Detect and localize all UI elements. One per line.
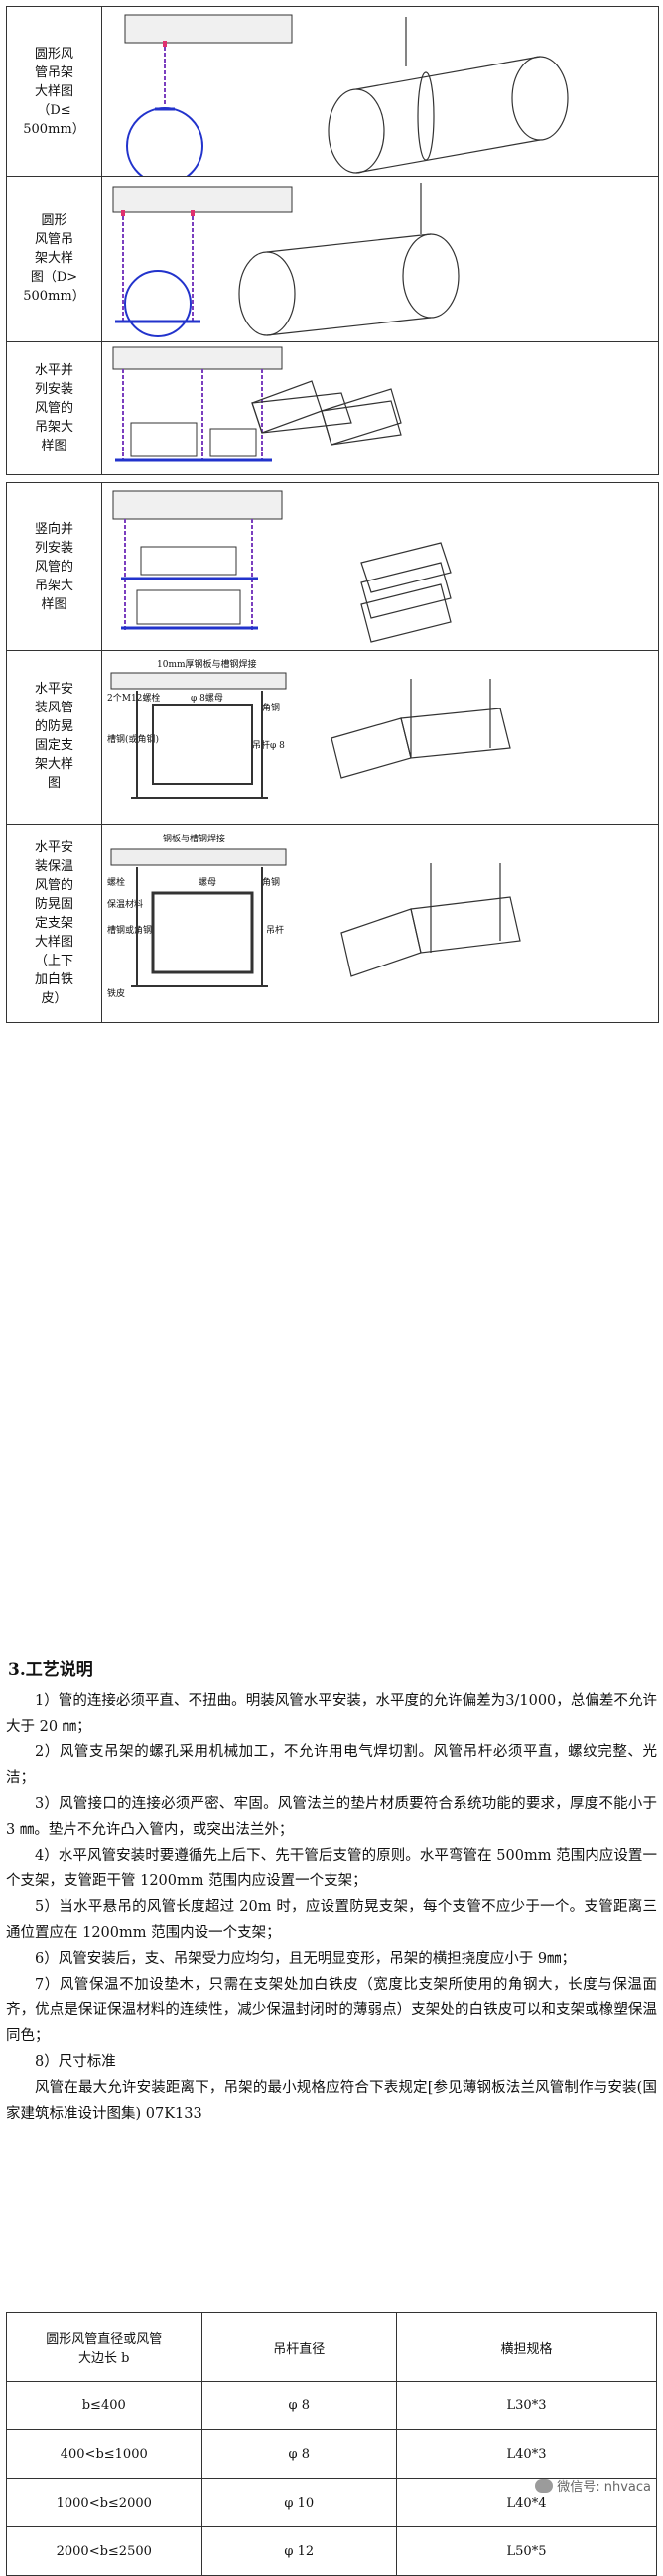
table-cell: 400<b≤1000 [6, 2429, 202, 2479]
watermark: 微信号: nhvaca [535, 2476, 651, 2495]
table-cell: 2000<b≤2500 [6, 2526, 202, 2576]
table-row: b≤400 φ 8 L30*3 [6, 2381, 657, 2430]
annotation: 角钢 [262, 876, 280, 888]
annotation: 槽钢(或角钢) [107, 733, 159, 745]
row-label: 水平安 装保温 风管的 防晃固 定支架 大样图 （上下 加白铁 皮） [7, 824, 102, 1022]
row-drawing [103, 483, 658, 650]
vertical-parallel-drawing [112, 490, 452, 643]
paragraph: 风管在最大允许安装距离下，吊架的最小规格应符合下表规定[参见薄钢板法兰风管制作与… [6, 2080, 657, 2122]
section-title: 3.工艺说明 [8, 1660, 93, 1680]
paragraph: 2）风管支吊架的螺孔采用机械加工，不允许用电气焊切割。风管吊杆必须平直，螺纹完整… [6, 1744, 657, 1786]
round-duct-3d [328, 17, 569, 174]
duct-section [130, 422, 198, 457]
wechat-icon [535, 2478, 554, 2493]
paragraph: 8）尺寸标准 [35, 2054, 116, 2070]
anchor [163, 41, 167, 47]
annotation: 螺母 [199, 877, 216, 888]
table-header-row: 圆形风管直径或风管 大边长 b 吊杆直径 横担规格 [6, 2312, 657, 2382]
slab-hatch [110, 672, 287, 690]
row-drawing [103, 7, 658, 176]
stacked-ducts-3d [360, 542, 452, 643]
row-label: 竖向并 列安装 风管的 吊架大 样图 [7, 483, 102, 650]
hanger-spec-table: 圆形风管直径或风管 大边长 b 吊杆直径 横担规格 b≤400 φ 8 L30*… [6, 2312, 657, 2576]
annotation: φ 8螺母 [191, 693, 223, 704]
row-drawing [103, 175, 658, 341]
insulated-duct-section [151, 891, 254, 974]
annotation: 螺栓 [107, 876, 125, 888]
round-duct-section [124, 270, 192, 337]
round-duct-large-drawing [112, 183, 460, 337]
column-header: 圆形风管直径或风管 大边长 b [6, 2312, 202, 2382]
parallel-ducts-3d [251, 380, 402, 446]
concrete-slab [112, 490, 283, 520]
annotation: 2个M12螺栓 [107, 692, 160, 704]
table-row: 2000<b≤2500 φ 12 L50*5 [6, 2526, 657, 2576]
row-vertical-parallel: 竖向并 列安装 风管的 吊架大 样图 [6, 482, 659, 651]
table-cell: L50*5 [396, 2526, 657, 2576]
paragraph: 7）风管保温不加设垫木，只需在支架处加白铁皮（宽度比支架所使用的角钢大，长度与保… [6, 1977, 657, 2044]
row-anti-sway-support: 水平安 装风管 的防晃 固定支 架大样 图 10mm厚钢板与槽钢焊接 2个M12… [6, 649, 659, 825]
row-label: 水平安 装风管 的防晃 固定支 架大样 图 [7, 649, 102, 824]
column-header: 吊杆直径 [200, 2312, 397, 2382]
anchor [121, 210, 125, 216]
round-duct-3d [238, 183, 460, 336]
concrete-slab [112, 346, 283, 370]
table-row: 400<b≤1000 φ 8 L40*3 [6, 2429, 657, 2479]
round-duct-small-drawing [124, 14, 569, 176]
concrete-slab [124, 14, 293, 44]
paragraph: 1）管的连接必须平直、不扭曲。明装风管水平安装，水平度的允许偏差为3/1000，… [6, 1693, 657, 1735]
row-drawing [103, 341, 658, 474]
watermark-text: 微信号: nhvaca [557, 2480, 651, 2495]
annotation: 吊杆φ 8 [252, 739, 285, 751]
round-duct-section [126, 107, 203, 176]
paragraph: 4）水平风管安装时要遵循先上后下、先干管后支管的原则。水平弯管在 500mm 范… [6, 1848, 657, 1889]
row-insulated-anti-sway-support: 水平安 装保温 风管的 防晃固 定支架 大样图 （上下 加白铁 皮） 钢板与槽钢… [6, 824, 659, 1023]
table-cell: φ 8 [200, 2429, 397, 2479]
row-drawing: 钢板与槽钢焊接 螺栓 螺母 角钢 保温材料 槽钢或角钢 吊杆 铁皮 [103, 824, 658, 1022]
table-cell: L30*3 [396, 2381, 657, 2430]
annotation: 10mm厚钢板与槽钢焊接 [157, 658, 257, 670]
table-cell: φ 12 [200, 2526, 397, 2576]
anti-sway-support-drawing: 10mm厚钢板与槽钢焊接 2个M12螺栓 φ 8螺母 角钢 槽钢(或角钢) 吊杆… [107, 658, 511, 799]
annotation: 角钢 [262, 702, 280, 713]
anchor [191, 210, 195, 216]
paragraph: 6）风管安装后，支、吊架受力应均匀，且无明显变形，吊架的横担挠度应小于 9㎜； [35, 1951, 577, 1967]
insulated-support-3d [340, 863, 521, 977]
row-horizontal-parallel: 水平并 列安装 风管的 吊架大 样图 [6, 341, 659, 475]
annotation: 铁皮 [107, 987, 125, 999]
duct-section [209, 428, 257, 457]
duct-section [140, 546, 237, 576]
drawing-sheet: 圆形风 管吊架 大样图 （D≤ 500mm） 圆形 风管吊 架大样 [6, 6, 659, 1023]
table-cell: b≤400 [6, 2381, 202, 2430]
annotation: 槽钢或角钢 [107, 924, 152, 936]
process-description: 3.工艺说明 1）管的连接必须平直、不扭曲。明装风管水平安装，水平度的允许偏差为… [6, 1655, 657, 2126]
paragraph: 3）风管接口的连接必须严密、牢固。风管法兰的垫片材质要符合系统功能的要求，厚度不… [6, 1796, 657, 1838]
annotation: 吊杆 [266, 924, 284, 936]
horizontal-parallel-drawing [112, 346, 402, 462]
insulated-support-drawing: 钢板与槽钢焊接 螺栓 螺母 角钢 保温材料 槽钢或角钢 吊杆 铁皮 [107, 833, 521, 999]
row-round-duct-large: 圆形 风管吊 架大样 图（D> 500mm） [6, 175, 659, 342]
duct-section [136, 589, 241, 625]
row-label: 圆形风 管吊架 大样图 （D≤ 500mm） [7, 7, 102, 176]
row-label: 水平并 列安装 风管的 吊架大 样图 [7, 341, 102, 474]
paragraph: 5）当水平悬吊的风管长度超过 20m 时，应设置防晃支架，每个支管不应少于一个。… [6, 1899, 657, 1941]
annotation: 钢板与槽钢焊接 [163, 833, 225, 844]
row-round-duct-small: 圆形风 管吊架 大样图 （D≤ 500mm） [6, 6, 659, 177]
concrete-slab [112, 186, 293, 213]
support-3d [331, 679, 511, 779]
slab-hatch [110, 848, 287, 866]
table-cell: 1000<b≤2000 [6, 2478, 202, 2527]
row-drawing: 10mm厚钢板与槽钢焊接 2个M12螺栓 φ 8螺母 角钢 槽钢(或角钢) 吊杆… [103, 649, 658, 824]
row-label: 圆形 风管吊 架大样 图（D> 500mm） [7, 175, 102, 341]
table-cell: φ 10 [200, 2478, 397, 2527]
column-header: 横担规格 [396, 2312, 657, 2382]
annotation: 保温材料 [107, 898, 143, 910]
table-cell: φ 8 [200, 2381, 397, 2430]
duct-section [152, 704, 253, 785]
table-cell: L40*3 [396, 2429, 657, 2479]
